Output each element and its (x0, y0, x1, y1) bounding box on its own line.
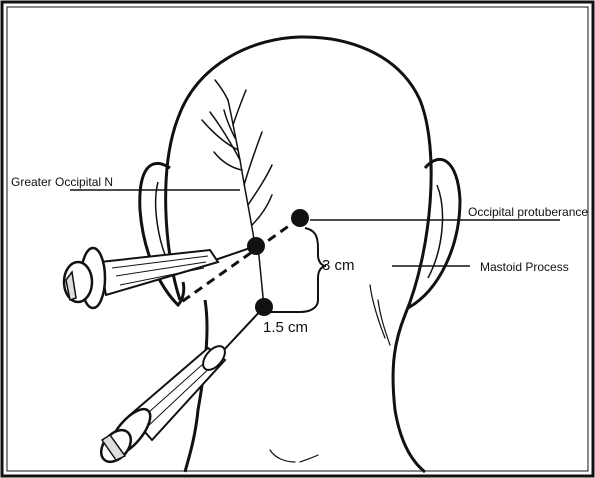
injection-vertical-line (258, 246, 264, 307)
upper-syringe (64, 246, 256, 308)
vertical-distance-label: 3 cm (322, 257, 355, 274)
vertical-bracket (268, 228, 326, 312)
figure-inner-frame (7, 7, 588, 471)
lower-syringe (95, 307, 264, 468)
greater-occipital-nerve-branches (202, 80, 272, 245)
horizontal-distance-label: 1.5 cm (263, 319, 308, 336)
mastoid-process-label: Mastoid Process (480, 260, 569, 274)
greater-occipital-nerve-label: Greater Occipital N (11, 175, 113, 189)
occipital-protuberance-label: Occipital protuberance (468, 205, 588, 219)
occipital-protuberance-point (291, 209, 309, 227)
